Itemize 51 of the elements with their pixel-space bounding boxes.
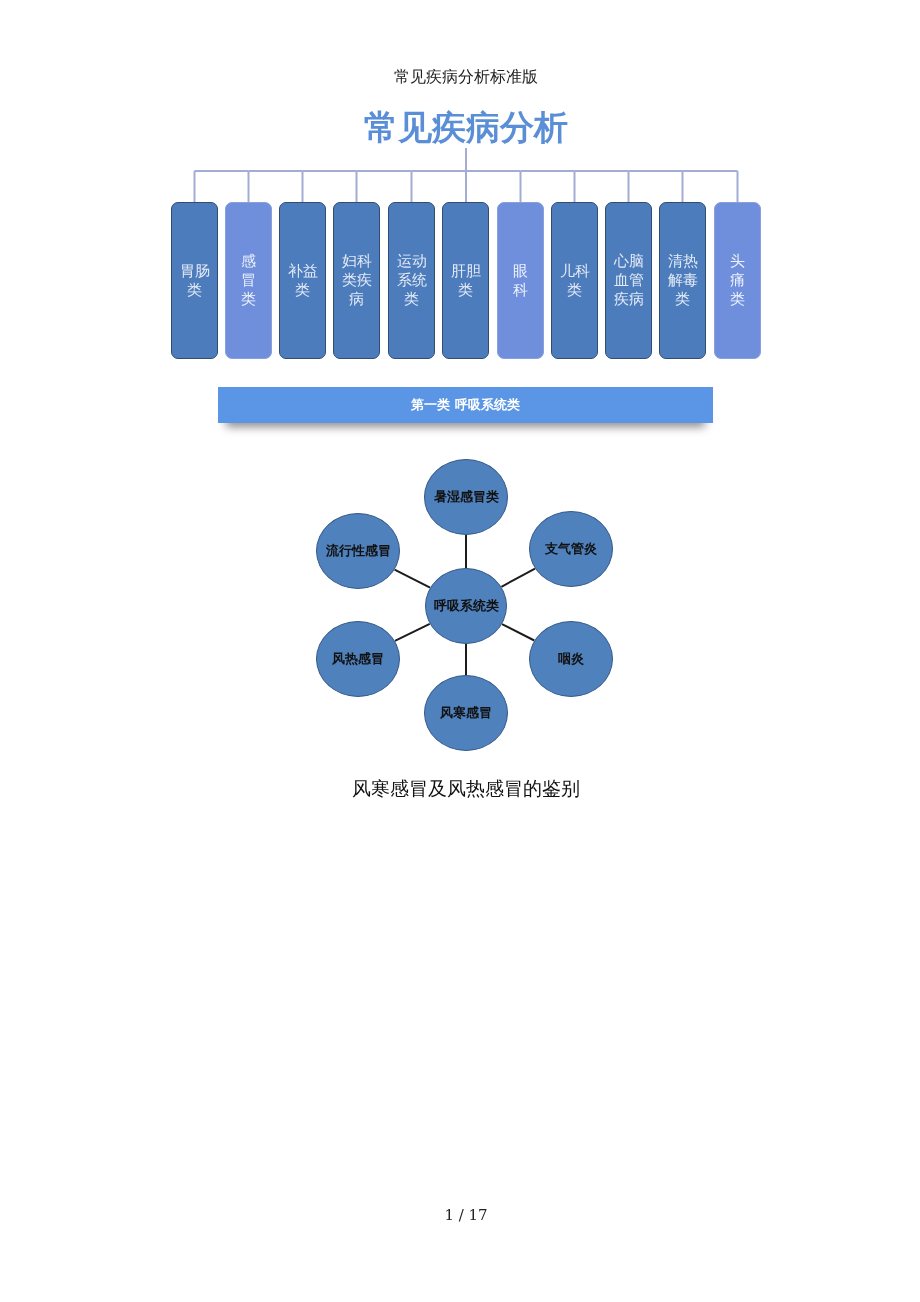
connector-line — [736, 170, 739, 203]
connector-line — [193, 170, 250, 172]
connector-line — [355, 170, 358, 203]
topic-circle: 支气管炎 — [529, 511, 613, 587]
connector-line — [301, 170, 358, 172]
category-box: 补益类 — [279, 202, 326, 359]
category-box: 妇科类疾病 — [333, 202, 380, 359]
category-box: 感冒类 — [225, 202, 272, 359]
topic-circle: 风热感冒 — [316, 621, 400, 697]
section-heading: 风寒感冒及风热感冒的鉴别 — [351, 776, 581, 801]
connector-line — [247, 170, 304, 172]
connector-line — [681, 170, 684, 203]
title-heading: 常见疾病分析 — [358, 106, 574, 148]
category-box: 胃肠类 — [171, 202, 218, 359]
connector-line — [519, 170, 576, 172]
connector-line — [247, 170, 250, 203]
connector-line — [410, 170, 467, 172]
category-box: 肝胆类 — [442, 202, 489, 359]
connector-line — [393, 568, 432, 589]
connector-line — [410, 170, 413, 203]
connector-line — [355, 170, 413, 172]
topic-circle: 风寒感冒 — [424, 675, 508, 751]
connector-line — [465, 170, 467, 203]
connector-line — [681, 170, 739, 172]
category-box: 清热解毒类 — [659, 202, 706, 359]
connector-line — [193, 170, 196, 203]
connector-line — [573, 170, 630, 172]
connector-line — [501, 623, 536, 642]
connector-line — [465, 147, 467, 172]
topic-circle: 暑湿感冒类 — [424, 459, 508, 535]
category-box: 儿科类 — [551, 202, 598, 359]
page-number: 1 / 17 — [443, 1205, 489, 1226]
connector-line — [393, 622, 431, 642]
center-circle: 呼吸系统类 — [425, 568, 507, 644]
section-banner: 第一类 呼吸系统类 — [218, 387, 713, 423]
category-box: 心脑血管疾病 — [605, 202, 652, 359]
category-box: 运动系统类 — [388, 202, 435, 359]
connector-line — [519, 170, 522, 203]
connector-line — [465, 643, 467, 676]
category-box: 眼科 — [497, 202, 544, 359]
connector-line — [465, 534, 467, 569]
connector-line — [465, 170, 522, 172]
topic-circle: 咽炎 — [529, 621, 613, 697]
connector-line — [627, 170, 684, 172]
connector-line — [500, 567, 536, 588]
connector-line — [301, 170, 304, 203]
connector-line — [627, 170, 630, 203]
page-header: 常见疾病分析标准版 — [393, 66, 539, 88]
category-box: 头痛类 — [714, 202, 761, 359]
topic-circle: 流行性感冒 — [316, 513, 400, 589]
connector-line — [573, 170, 576, 203]
